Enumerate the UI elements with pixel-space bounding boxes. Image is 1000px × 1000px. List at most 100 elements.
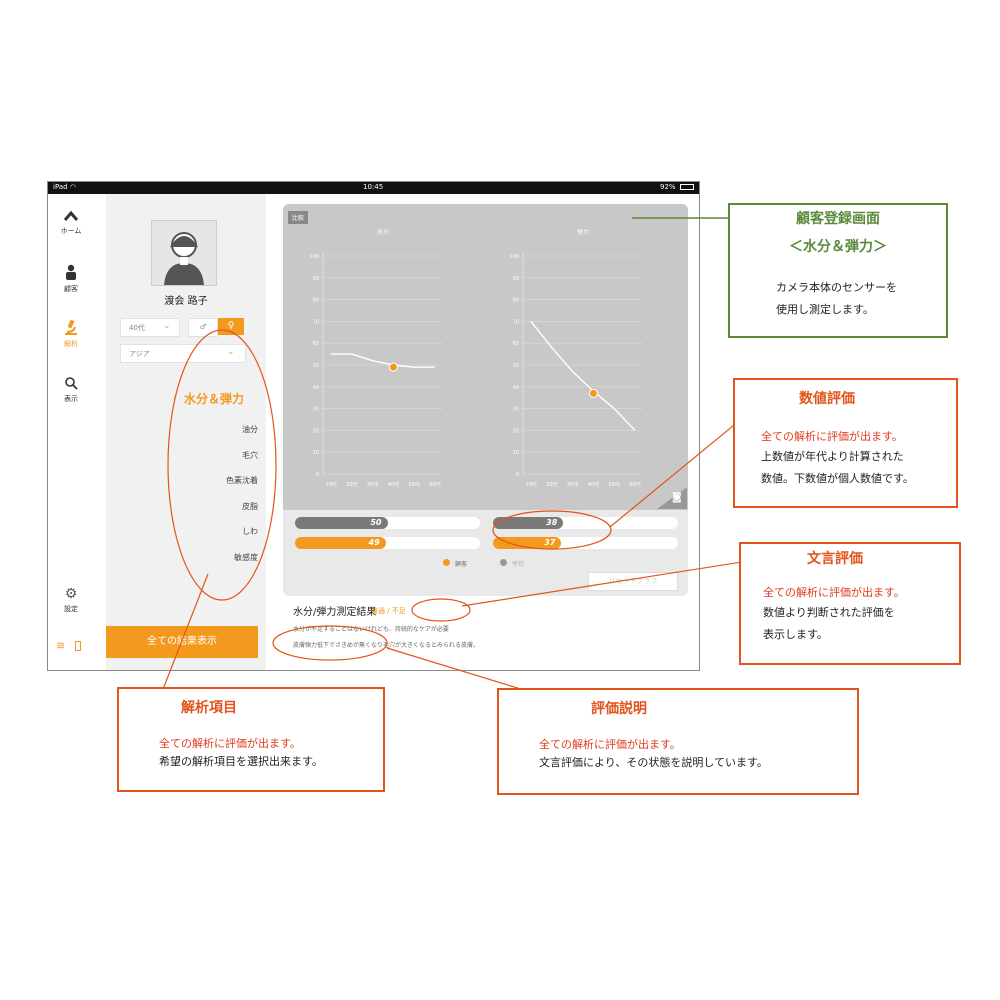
annotation-text-evaluation: 文言評価 全ての解析に評価が出ます。 数値より判断された評価を 表示します。 bbox=[739, 542, 961, 665]
gender-female-toggle[interactable]: ♀ bbox=[218, 318, 244, 335]
y-tick-label: 100 bbox=[509, 254, 519, 260]
tablet-screen: iPad ◠ 10:45 92% ホーム 顧客 解析 表示 ⚙ 設定 ≋ bbox=[47, 181, 700, 671]
annotation-register-screen: 顧客登録画面 ＜水分＆弾力＞ カメラ本体のセンサーを 使用し測定します。 bbox=[728, 203, 948, 338]
annotation-numeric-evaluation: 数値評価 全ての解析に評価が出ます。 上数値が年代より計算された 数値。下数値が… bbox=[733, 378, 958, 508]
elasticity-customer-track: 37 bbox=[493, 537, 678, 549]
y-tick-label: 40 bbox=[513, 385, 519, 391]
analysis-item[interactable]: 敏感度 bbox=[234, 553, 258, 562]
analysis-item[interactable]: 色素沈着 bbox=[226, 476, 258, 485]
result-line-1: 水分が不足することはないけれども、持続的なケアが必要 bbox=[293, 626, 449, 633]
nav-customer[interactable]: 顧客 bbox=[48, 264, 94, 294]
legend-customer-label: 顧客 bbox=[455, 561, 468, 568]
y-tick-label: 80 bbox=[313, 298, 319, 304]
nav-analysis[interactable]: 解析 bbox=[48, 319, 94, 349]
register-body-1: カメラ本体のセンサーを bbox=[776, 281, 897, 294]
moisture-customer-track: 49 bbox=[295, 537, 480, 549]
result-title: 水分/弾力測定結果 bbox=[293, 607, 377, 618]
x-tick-label: 40代 bbox=[388, 481, 399, 488]
annotation-analysis-items: 解析項目 全ての解析に評価が出ます。 希望の解析項目を選択出来ます。 bbox=[117, 687, 385, 792]
y-tick-label: 90 bbox=[513, 276, 519, 282]
items-title: 解析項目 bbox=[181, 700, 237, 716]
numeric-title: 数値評価 bbox=[799, 391, 855, 407]
nav-home-label: ホーム bbox=[60, 227, 82, 235]
nav-settings[interactable]: ⚙ 設定 bbox=[48, 586, 94, 614]
numeric-body-1: 上数値が年代より計算された bbox=[761, 450, 904, 463]
female-icon: ♀ bbox=[227, 321, 235, 331]
x-tick-label: 20代 bbox=[346, 481, 357, 488]
series-line bbox=[530, 320, 636, 431]
person-icon bbox=[66, 264, 76, 280]
y-tick-label: 30 bbox=[513, 407, 519, 413]
text-eval-body-2: 表示します。 bbox=[763, 628, 828, 641]
age-value: 40代 bbox=[129, 324, 145, 332]
x-tick-label: 50代 bbox=[409, 481, 420, 488]
x-tick-label: 60代 bbox=[429, 481, 440, 488]
nav-home[interactable]: ホーム bbox=[48, 210, 94, 236]
battery-icon bbox=[680, 184, 694, 190]
x-tick-label: 10代 bbox=[525, 481, 536, 488]
home-icon bbox=[63, 210, 79, 221]
register-subtitle: ＜水分＆弾力＞ bbox=[789, 239, 887, 255]
search-icon bbox=[65, 377, 78, 390]
text-eval-title: 文言評価 bbox=[807, 551, 863, 567]
chart-title: 水分 bbox=[377, 228, 389, 236]
y-tick-label: 0 bbox=[316, 472, 319, 478]
legend-average-label: 平均 bbox=[512, 561, 525, 568]
y-tick-label: 60 bbox=[513, 341, 519, 347]
clock: 10:45 bbox=[363, 183, 384, 191]
y-tick-label: 100 bbox=[309, 254, 319, 260]
customer-name: 渡会 路子 bbox=[164, 296, 208, 307]
compare-tag[interactable]: 比較 bbox=[288, 211, 309, 224]
y-tick-label: 10 bbox=[513, 450, 519, 456]
numeric-red-text: 全ての解析に評価が出ます。 bbox=[761, 430, 903, 443]
result-rating: 普通 / 不足 bbox=[371, 607, 406, 615]
customer-panel: 渡会 路子 40代 ⌄ ♂ ♀ アジア ⌄ ⌄ 水分＆弾力 油分 毛穴 色素沈着… bbox=[106, 194, 266, 670]
age-select[interactable]: 40代 ⌄ bbox=[120, 318, 180, 337]
y-tick-label: 70 bbox=[513, 319, 519, 325]
chevron-down-icon: ⌄ bbox=[227, 347, 235, 357]
y-tick-label: 20 bbox=[313, 428, 319, 434]
x-tick-label: 20代 bbox=[546, 481, 557, 488]
male-icon: ♂ bbox=[199, 323, 207, 331]
category-title[interactable]: 水分＆弾力 bbox=[184, 392, 245, 406]
camera-icon[interactable]: ◙ bbox=[672, 492, 682, 503]
analysis-item[interactable]: 油分 bbox=[242, 425, 258, 434]
analysis-item[interactable]: 皮脂 bbox=[242, 502, 258, 511]
y-tick-label: 80 bbox=[513, 298, 519, 304]
explain-body: 文言評価により、その状態を説明しています。 bbox=[539, 756, 768, 769]
y-tick-label: 70 bbox=[313, 319, 319, 325]
gear-icon: ⚙ bbox=[64, 586, 78, 602]
moisture-average-bar: 50 bbox=[295, 517, 388, 529]
y-tick-label: 50 bbox=[313, 363, 319, 369]
x-tick-label: 50代 bbox=[609, 481, 620, 488]
microscope-icon bbox=[65, 319, 77, 335]
items-body: 希望の解析項目を選択出来ます。 bbox=[159, 755, 323, 768]
customer-marker bbox=[588, 388, 598, 398]
legend-average-dot bbox=[500, 559, 507, 566]
numeric-body-2: 数値。下数値が個人数値です。 bbox=[761, 472, 914, 485]
nav-settings-label: 設定 bbox=[64, 605, 78, 613]
x-tick-label: 10代 bbox=[325, 481, 336, 488]
wifi-icon: ◠ bbox=[70, 183, 77, 191]
moisture-average-track: 50 bbox=[295, 517, 480, 529]
nav-analysis-label: 解析 bbox=[64, 340, 78, 348]
text-eval-body-1: 数値より判断された評価を bbox=[763, 606, 895, 619]
analysis-item[interactable]: しわ bbox=[242, 527, 258, 536]
analysis-item[interactable]: 毛穴 bbox=[242, 451, 258, 460]
gender-male-toggle[interactable]: ♂ bbox=[188, 318, 218, 337]
text-eval-red-text: 全ての解析に評価が出ます。 bbox=[763, 586, 905, 599]
carrier-label: iPad bbox=[53, 183, 68, 191]
annotation-evaluation-explanation: 評価説明 全ての解析に評価が出ます。 文言評価により、その状態を説明しています。 bbox=[497, 688, 859, 795]
avatar bbox=[151, 220, 217, 286]
wifi-status-icon: ≋ bbox=[56, 639, 66, 652]
reset-graph-button[interactable]: リセットグラフ bbox=[588, 572, 678, 591]
x-tick-label: 40代 bbox=[588, 481, 599, 488]
elasticity-customer-bar: 37 bbox=[493, 537, 562, 549]
battery-status-icon bbox=[75, 641, 81, 651]
moisture-customer-bar: 49 bbox=[295, 537, 386, 549]
region-select[interactable]: アジア ⌄ bbox=[120, 344, 246, 363]
y-tick-label: 20 bbox=[513, 428, 519, 434]
register-title: 顧客登録画面 bbox=[796, 211, 880, 227]
nav-display[interactable]: 表示 bbox=[48, 376, 94, 404]
